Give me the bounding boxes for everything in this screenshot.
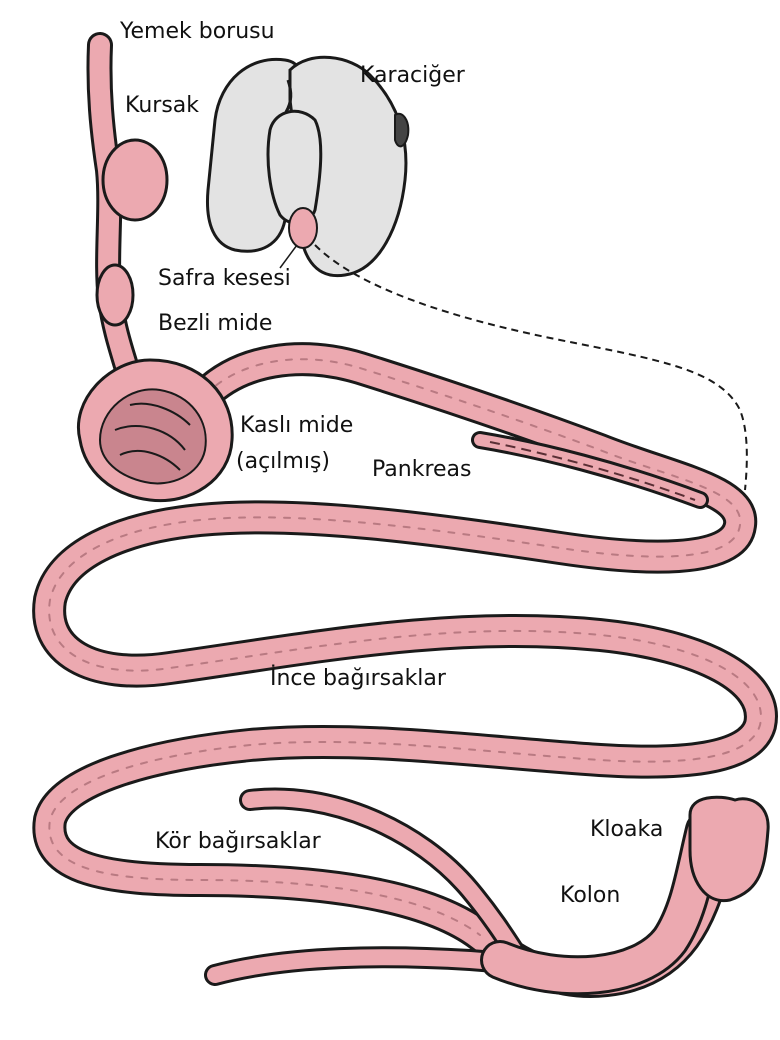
gallbladder-shape xyxy=(289,208,317,248)
label-colon: Kolon xyxy=(560,883,620,908)
label-gizzard-note: (açılmış) xyxy=(236,449,330,474)
gizzard xyxy=(78,360,232,501)
cloaca-shape xyxy=(690,797,768,900)
label-gallbladder: Safra kesesi xyxy=(158,266,291,291)
proventriculus-shape xyxy=(97,265,133,325)
label-gizzard: Kaslı mide xyxy=(240,413,353,438)
label-ceca: Kör bağırsaklar xyxy=(155,829,322,854)
gallbladder-pointer xyxy=(280,245,297,268)
label-liver: Karaciğer xyxy=(360,63,466,88)
label-proventriculus: Bezli mide xyxy=(158,311,272,336)
label-esophagus: Yemek borusu xyxy=(119,19,275,44)
label-small-intestine: İnce bağırsaklar xyxy=(270,665,447,691)
liver xyxy=(207,57,408,275)
label-pancreas: Pankreas xyxy=(372,457,471,482)
crop-shape xyxy=(103,140,167,220)
label-cloaca: Kloaka xyxy=(590,817,663,842)
label-crop: Kursak xyxy=(125,93,199,118)
